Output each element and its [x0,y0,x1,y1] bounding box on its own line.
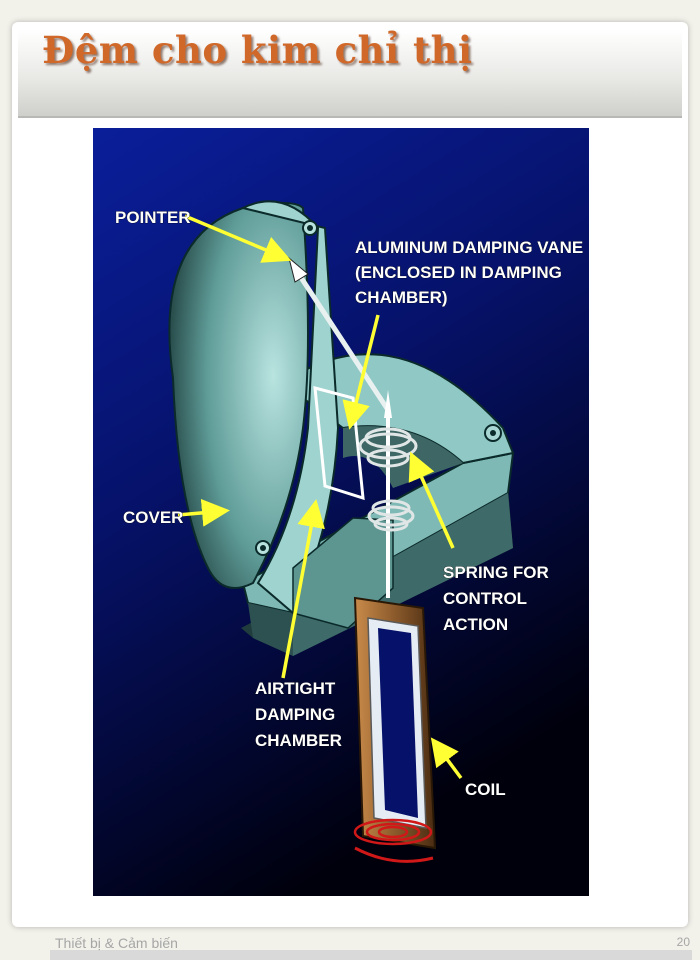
footer-bar [50,950,692,960]
cover-arrow [177,498,230,527]
label-vane-line2: (ENCLOSED IN DAMPING [355,263,562,282]
label-spring-line1: SPRING FOR [443,563,549,582]
page-title: Đệm cho kim chỉ thị [42,28,473,72]
label-cover: COVER [123,508,183,527]
coil-arrow [430,737,463,780]
label-vane-line3: CHAMBER) [355,288,448,307]
label-pointer: POINTER [115,208,191,227]
moving-coil [353,596,437,863]
label-chamber-line2: DAMPING [255,705,335,724]
label-vane-line1: ALUMINUM DAMPING VANE [355,238,583,257]
damping-vane [313,385,365,501]
damping-diagram: POINTER ALUMINUM DAMPING VANE (ENCLOSED … [93,128,589,896]
vane-arrow [342,314,380,430]
callout-arrows [177,214,463,780]
control-spring [358,427,418,532]
pointer-needle [288,256,392,598]
title-bar [18,30,682,118]
label-spring-line3: ACTION [443,615,508,634]
spring-arrow [408,451,455,549]
diagram-canvas: POINTER ALUMINUM DAMPING VANE (ENCLOSED … [93,128,589,896]
footer-text: Thiết bị & Cảm biến [55,935,178,951]
label-chamber-line1: AIRTIGHT [255,679,336,698]
label-spring-line2: CONTROL [443,589,527,608]
pointer-arrow [184,214,292,263]
label-chamber-line3: CHAMBER [255,731,342,750]
page-number: 20 [676,935,690,949]
label-coil: COIL [465,780,506,799]
chamber-arrow [281,499,325,679]
